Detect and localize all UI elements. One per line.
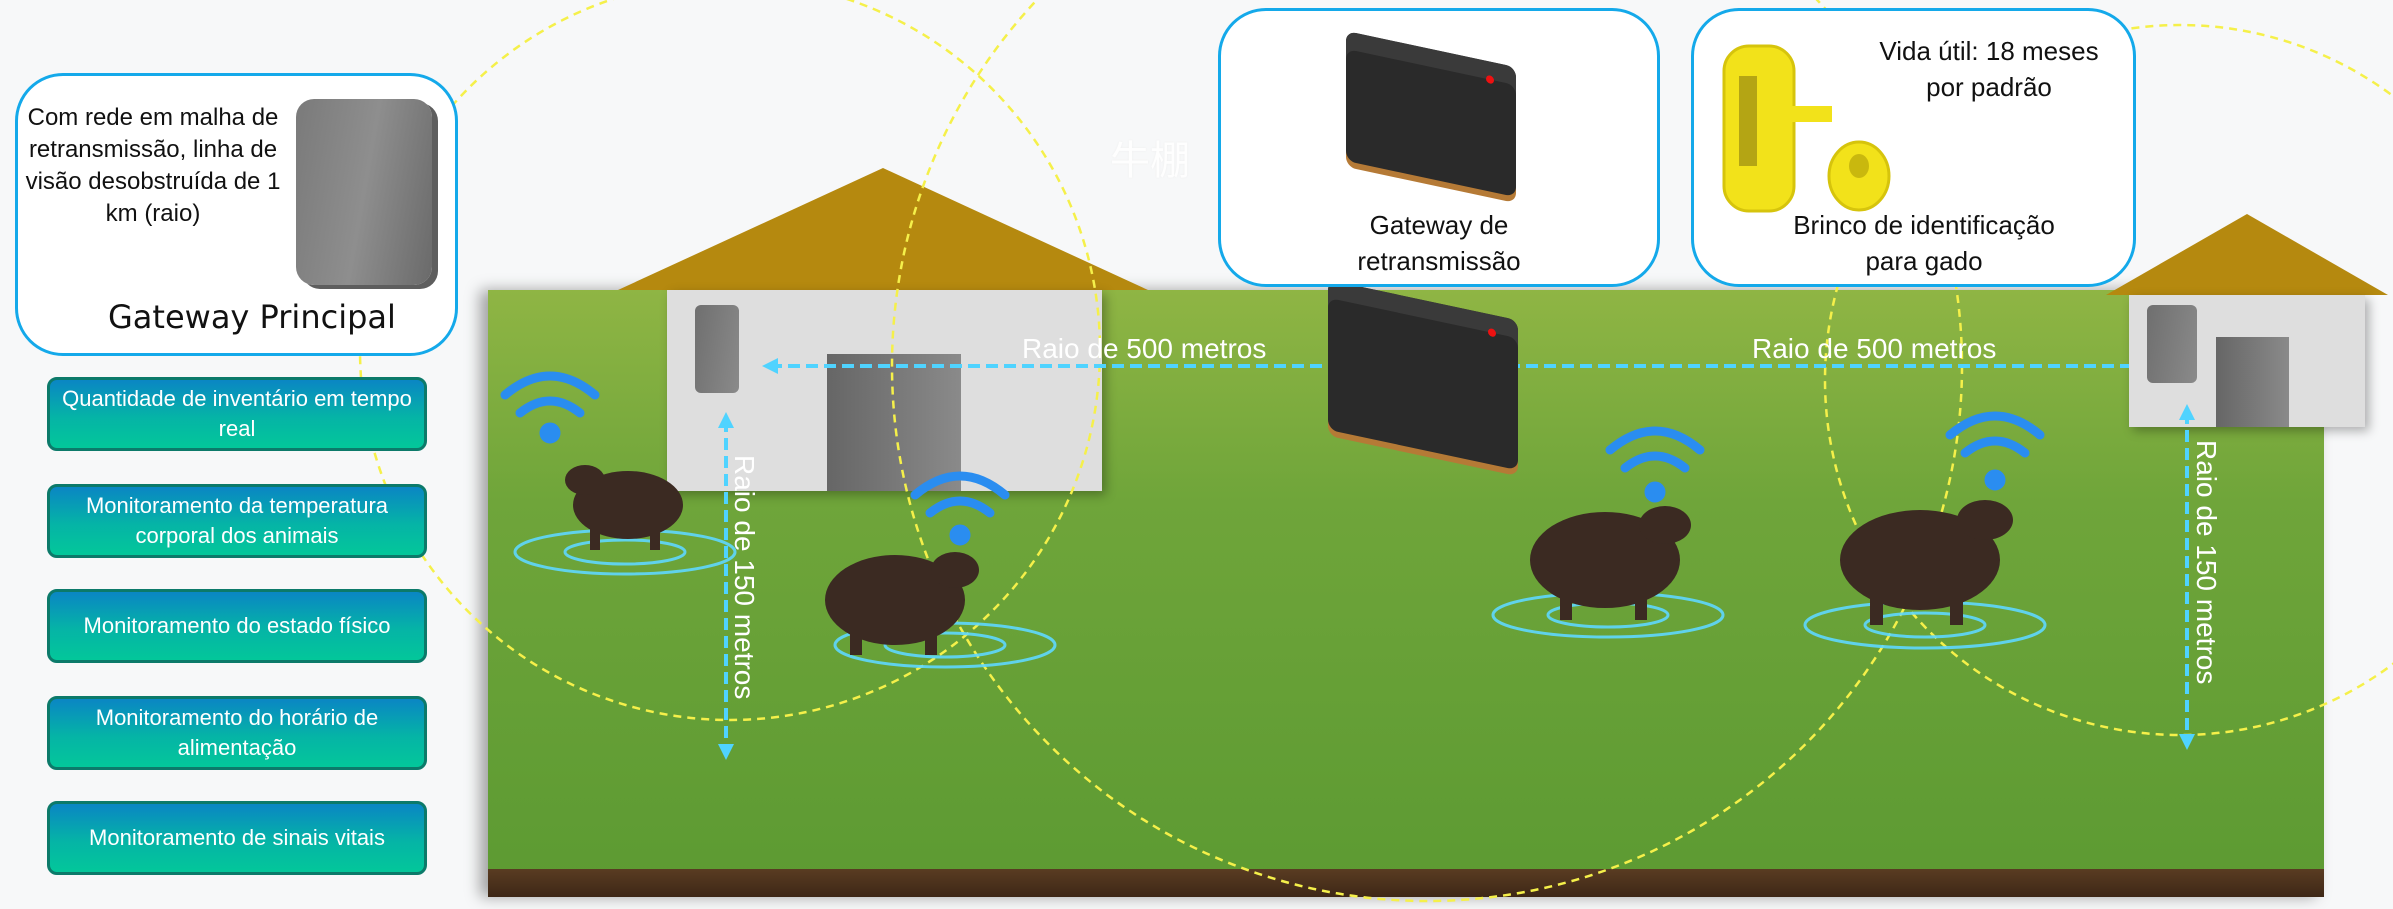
relay-gateway-card: Gateway de retransmissão [1218, 8, 1660, 287]
relay-caption-line2: retransmissão [1357, 246, 1521, 276]
main-gateway-device-image [296, 99, 432, 285]
range-label-500-right: Raio de 500 metros [1752, 333, 1997, 364]
main-gateway-description: Com rede em malha de retransmissão, linh… [25, 104, 281, 227]
feature-vital-signs[interactable]: Monitoramento de sinais vitais [47, 801, 427, 875]
status-led [1488, 327, 1496, 338]
ear-tag-lifetime-line1: Vida útil: 18 meses [1879, 36, 2099, 66]
range-label-500-left: Raio de 500 metros [1022, 333, 1267, 364]
main-gateway-title: Gateway Principal [108, 298, 396, 336]
relay-gateway-image [1346, 30, 1516, 198]
ear-tag-image [1722, 44, 1891, 213]
ear-tag-caption-line2: para gado [1865, 246, 1983, 276]
house-gateway-icon [2147, 305, 2197, 383]
house-gateway-icon [695, 305, 739, 393]
feature-body-temperature[interactable]: Monitoramento da temperatura corporal do… [47, 484, 427, 558]
house-door [2216, 337, 2289, 427]
relay-caption-line1: Gateway de [1369, 210, 1509, 240]
main-gateway-card: Com rede em malha de retransmissão, linh… [15, 73, 458, 356]
ear-tag-lifetime-line2: por padrão [1926, 72, 2052, 102]
feature-feeding-time[interactable]: Monitoramento do horário de alimentação [47, 696, 427, 770]
left-house-roof [618, 168, 1148, 290]
range-label-150-right: Raio de 150 metros [2191, 440, 2222, 685]
right-house-roof [2106, 214, 2388, 295]
range-label-150-left: Raio de 150 metros [729, 455, 760, 700]
feature-inventory[interactable]: Quantidade de inventário em tempo real [47, 377, 427, 451]
ear-tag-card: Vida útil: 18 meses por padrão Brinco de… [1691, 8, 2136, 287]
soil-strip [488, 869, 2324, 897]
status-led [1486, 74, 1494, 85]
house-door [827, 354, 961, 491]
ear-tag-caption-line1: Brinco de identificação [1793, 210, 2055, 240]
right-house [2129, 295, 2365, 427]
cowshed-label: 牛棚 [1110, 138, 1190, 184]
feature-physical-state[interactable]: Monitoramento do estado físico [47, 589, 427, 663]
